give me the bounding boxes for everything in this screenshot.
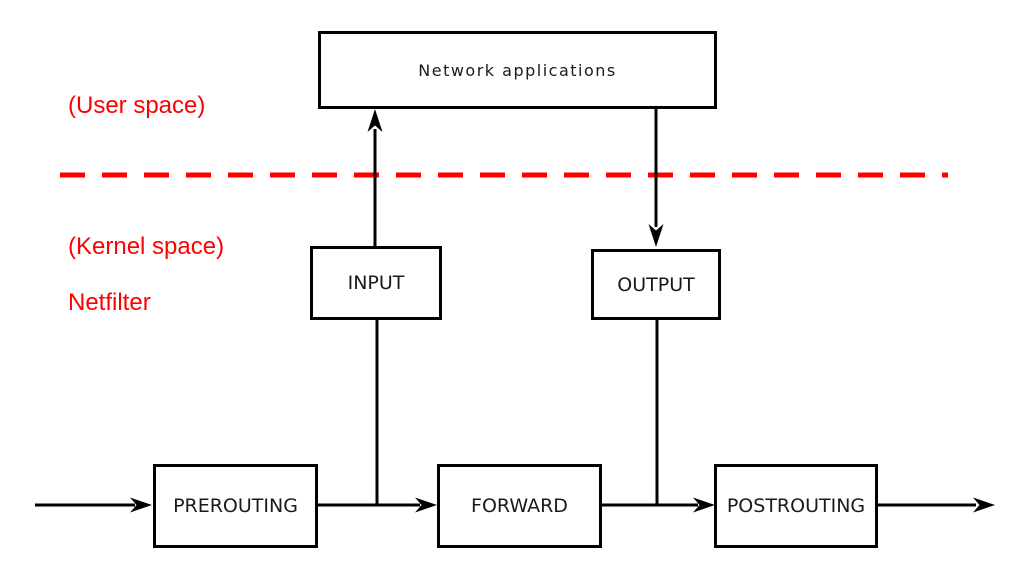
- node-prerouting: PREROUTING: [153, 464, 318, 548]
- node-forward: FORWARD: [437, 464, 602, 548]
- node-postrouting: POSTROUTING: [714, 464, 878, 548]
- label-user-space: (User space): [68, 92, 206, 119]
- node-postrouting-label: POSTROUTING: [726, 495, 866, 517]
- node-input: INPUT: [310, 246, 442, 320]
- forward-to-postrouting-arrowhead-icon: [693, 497, 715, 513]
- label-netfilter: Netfilter: [68, 289, 151, 316]
- node-network-applications: Network applications: [318, 31, 717, 109]
- label-kernel-space: (Kernel space): [68, 233, 225, 260]
- node-input-label: INPUT: [347, 272, 405, 294]
- arrow-down-icon: [648, 224, 664, 247]
- node-output-label: OUTPUT: [617, 273, 695, 296]
- node-prerouting-label: PREROUTING: [173, 495, 298, 517]
- arrow-up-icon: [367, 109, 383, 132]
- node-forward-label: FORWARD: [471, 495, 568, 517]
- packet-in-arrowhead-icon: [130, 497, 152, 513]
- node-network-applications-label: Network applications: [418, 60, 617, 80]
- node-output: OUTPUT: [591, 249, 721, 320]
- prerouting-to-forward-arrowhead-icon: [415, 497, 437, 513]
- packet-out-arrowhead-icon: [973, 497, 995, 513]
